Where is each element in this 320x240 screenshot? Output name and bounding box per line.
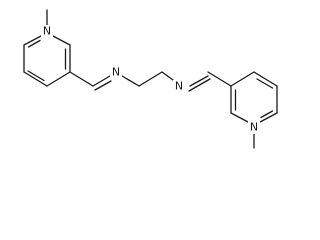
imine-double-bond [188,78,211,92]
molecule-structure: N N N N [23,9,278,149]
bond [23,35,42,46]
atom-n-ring-right: N [250,121,258,134]
imine-double-bond [92,75,111,87]
double-bond-inner [260,110,274,119]
double-bond-inner [27,39,41,48]
bond [138,71,163,87]
left-pyridine-ring [23,35,71,87]
bond [121,75,140,87]
atom-label-n-imine-right: N [173,80,185,93]
double-bond-inner [256,78,274,89]
bond [161,71,174,81]
structure-canvas: N N N N [23,9,278,149]
atom-label-n-imine-left: N [110,66,122,79]
imine-double-bond [189,75,209,87]
atom-n-imine-right: N [175,80,183,93]
bond [207,71,232,87]
atom-n-imine-left: N [112,66,120,79]
bond [230,71,255,87]
atom-label-n-ring-left: N [41,25,53,38]
atom-label-n-ring-right: N [248,121,260,134]
bond [230,112,249,123]
imine-double-bond [94,80,112,91]
bond [46,71,71,87]
bond [253,71,278,87]
right-imine-linker [188,71,232,92]
bond [23,71,48,87]
left-imine-linker [69,71,112,91]
right-pyridine-ring [230,71,278,123]
bond [52,35,71,46]
ethylene-bridge [121,71,174,87]
bond [259,112,278,123]
double-bond-inner [27,70,45,82]
atom-n-ring-left: N [43,25,51,38]
bond [69,71,94,87]
